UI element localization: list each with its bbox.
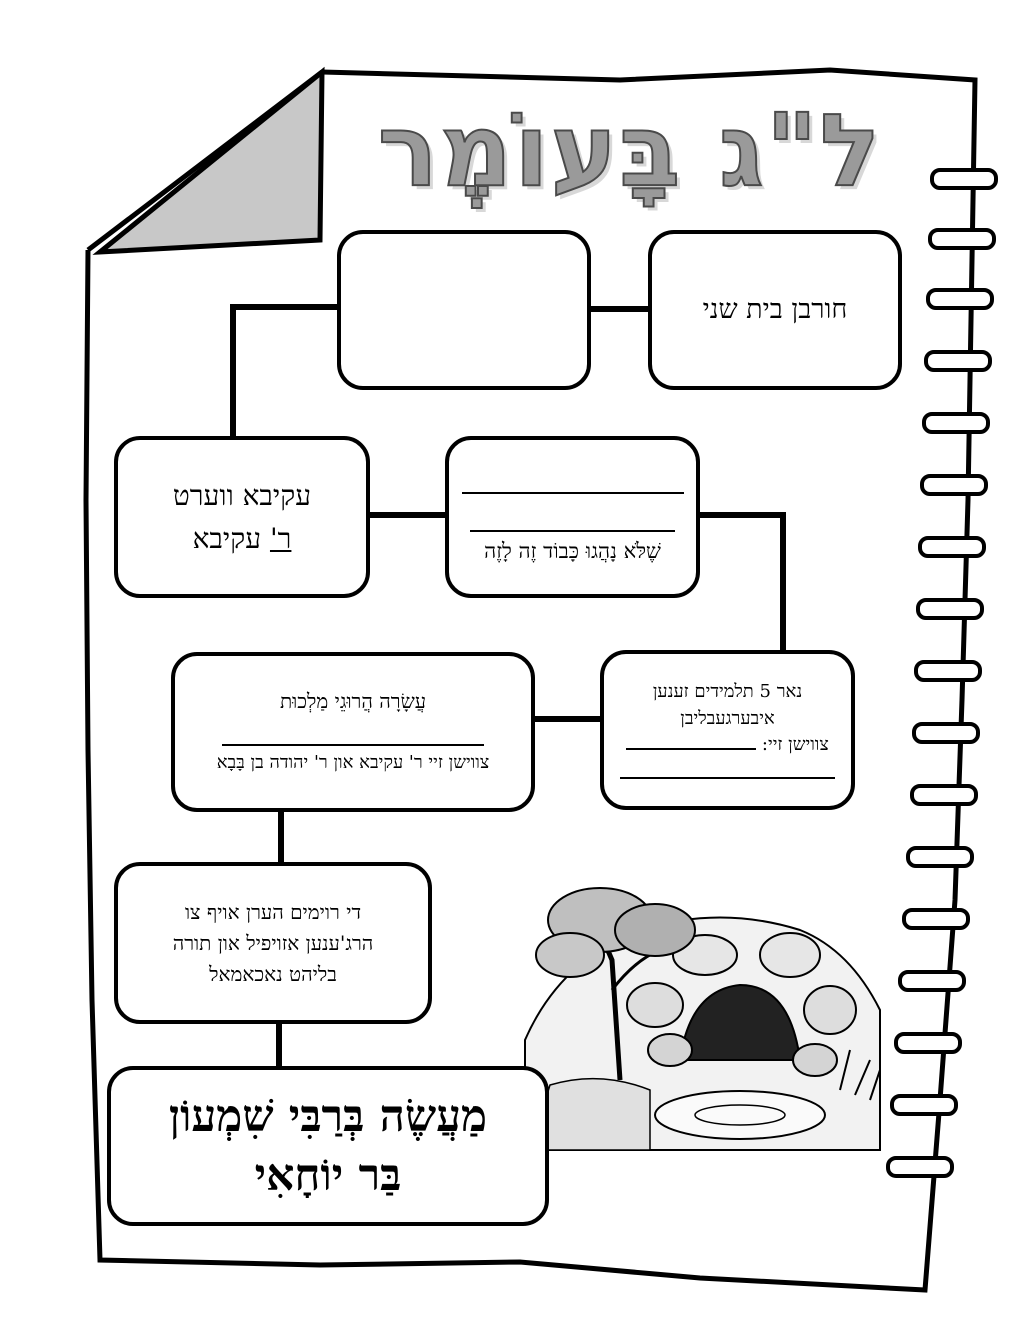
connector-line — [780, 512, 786, 654]
box-ten-line1: עֲשָׂרָה הֲרוּגֵי מַלְכוּת — [279, 689, 427, 714]
cave-with-carob-tree-icon — [524, 887, 881, 1151]
connector-line — [534, 716, 604, 722]
page-title: ל"ג בָּעוֹמֶר — [377, 91, 883, 210]
box-akiva-line1: עקיבא ווערט — [172, 479, 312, 512]
box-akiva-line2: ר' עקיבא — [193, 521, 292, 556]
box-romans-line3: בליהט נאכאמאל — [209, 961, 337, 986]
blank-line — [461, 470, 684, 494]
box-story-title: מַעֲשֶׂה בְּרַבִּי שִׁמְעוֹן בַּר יוֹחָא… — [107, 1066, 549, 1226]
blank-line — [222, 714, 484, 747]
box-ten-martyrs: עֲשָׂרָה הֲרוּגֵי מַלְכוּת צווישן זיי ר'… — [171, 652, 535, 812]
box-five-students: נאר 5 תלמידים זענען איבערגעבליבן צווישן … — [600, 650, 855, 810]
box-romans: די רוימים הערן אויף צו הרג'ענען אזויפיל … — [114, 862, 432, 1024]
box-churban-text: חורבן בית שני — [702, 294, 848, 326]
box-akiva: עקיבא ווערט ר' עקיבא — [114, 436, 370, 598]
connector-line — [230, 304, 236, 440]
folded-corner-icon — [92, 66, 325, 255]
box-romans-line2: הרג'ענען אזויפיל און תורה — [172, 930, 374, 955]
box-five-line3-wrap: צווישן זיי: — [626, 734, 829, 757]
box-students-text: שֶׁלֹּא נָהֲגוּ כָּבוֹד זֶה לָזֶה — [484, 538, 661, 563]
blank-line — [626, 734, 757, 751]
spiral-binding-icon — [886, 168, 998, 1178]
box-empty — [337, 230, 591, 390]
box-romans-line1: די רוימים הערן אויף צו — [184, 899, 362, 924]
connector-line — [230, 304, 340, 310]
connector-line — [590, 306, 652, 312]
connector-line — [276, 1022, 282, 1068]
connector-line — [278, 810, 284, 866]
page-outline — [83, 67, 978, 1293]
box-akiva-rest: עקיבא — [192, 522, 270, 555]
box-ten-line2: צווישן זיי ר' עקיבא און ר' יהודה בן בָּב… — [216, 752, 490, 774]
connector-line — [698, 512, 786, 518]
connector-line — [368, 512, 448, 518]
box-churban: חורבן בית שני — [648, 230, 902, 390]
box-story-line2: בַּר יוֹחָאִי — [254, 1150, 402, 1201]
box-five-line2: איבערגעבליבן — [680, 707, 775, 729]
blank-line — [470, 508, 675, 532]
box-akiva-prefix: ר' — [269, 522, 292, 555]
box-five-line1: נאר 5 תלמידים זענען — [652, 681, 803, 703]
box-students: שֶׁלֹּא נָהֲגוּ כָּבוֹד זֶה לָזֶה — [445, 436, 700, 598]
blank-line — [620, 757, 835, 779]
box-five-line3: צווישן זיי: — [761, 734, 829, 756]
box-story-line1: מַעֲשֶׂה בְּרַבִּי שִׁמְעוֹן — [168, 1091, 488, 1142]
